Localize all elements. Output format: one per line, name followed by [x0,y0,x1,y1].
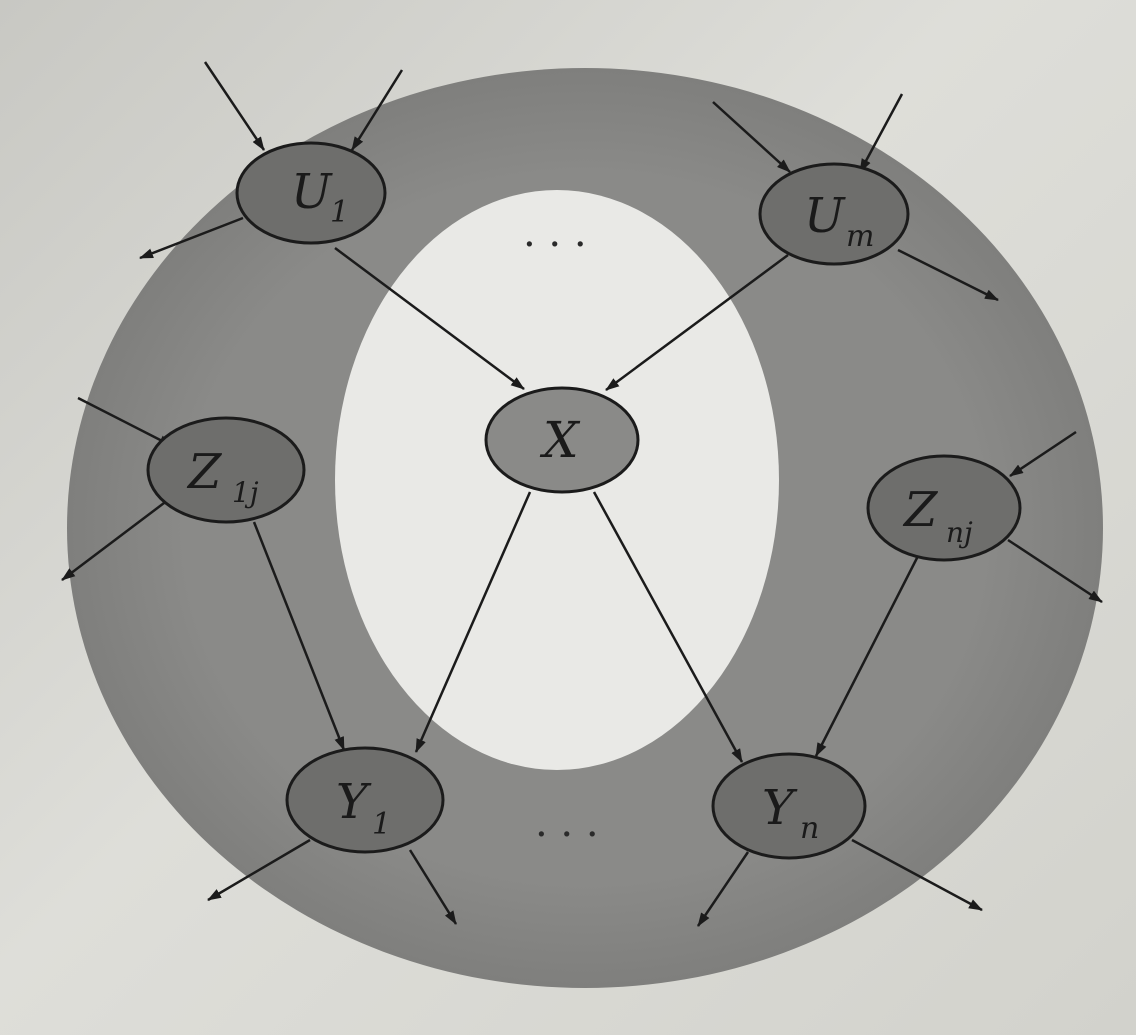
node-znj-label: Z [902,482,939,538]
ellipsis-top: . . . [523,210,587,256]
node-yn: Y n [711,752,867,860]
node-y1-sub: 1 [372,807,391,842]
node-u1: U 1 [235,141,387,245]
edge-z1j-y1 [252,521,346,751]
node-znj-sub: nj [946,516,973,549]
node-um-sub: m [846,219,874,254]
edge-out-znj [1007,538,1103,604]
node-yn-sub: n [800,811,819,846]
edge-x-y1 [414,491,532,753]
node-y1-label: Y [336,774,372,830]
edge-out-y1-b [408,849,458,925]
edge-um-x [605,253,789,392]
edge-in-um-b [858,93,904,173]
edge-u1-x [334,246,525,391]
edge-in-u1-b [350,69,404,151]
node-x-label: X [539,411,581,469]
node-u1-sub: 1 [330,195,349,230]
ellipsis-bottom: . . . [535,800,599,846]
node-y1: Y 1 [285,746,445,854]
edge-znj-yn [814,555,920,757]
edge-out-yn-b [851,838,983,912]
node-z1j: Z 1j [146,416,306,524]
edge-out-z1j [61,499,169,581]
edge-out-um [897,248,999,302]
node-yn-label: Y [762,780,798,836]
edge-in-z1j [77,396,173,448]
edge-out-u1 [139,216,244,260]
edge-x-yn [592,491,744,763]
edge-in-znj [1009,430,1077,478]
edge-in-u1-a [203,61,266,151]
edge-out-yn-a [696,851,750,927]
node-z1j-label: Z [186,444,223,500]
node-z1j-sub: 1j [232,476,259,509]
node-u1-label: U [291,164,333,220]
node-um: U m [758,162,910,266]
node-um-label: U [804,188,846,244]
edge-out-y1-a [207,838,311,902]
node-x: X [484,386,640,494]
node-znj: Z nj [866,454,1022,562]
edge-in-um-a [712,101,791,173]
